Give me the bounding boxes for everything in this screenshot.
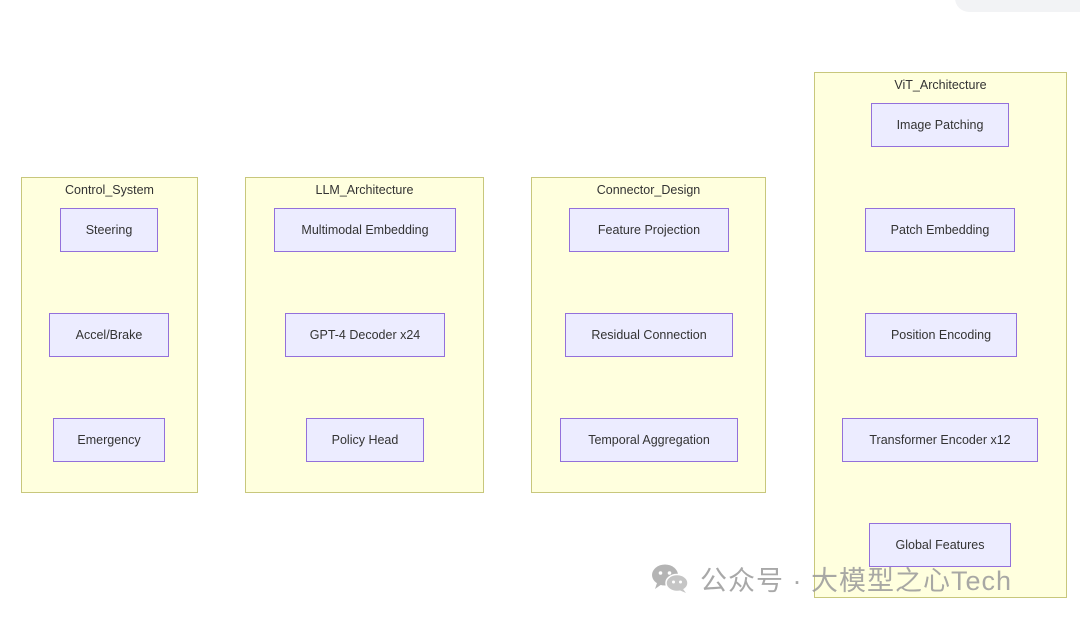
group-title: ViT_Architecture <box>894 78 987 92</box>
node-feature-projection[interactable]: Feature Projection <box>569 208 729 252</box>
node-image-patching[interactable]: Image Patching <box>871 103 1009 147</box>
node-position-encoding[interactable]: Position Encoding <box>865 313 1017 357</box>
node-temporal-aggregation[interactable]: Temporal Aggregation <box>560 418 738 462</box>
node-emergency[interactable]: Emergency <box>53 418 165 462</box>
group-title: LLM_Architecture <box>315 183 414 197</box>
corner-tab-shape <box>955 0 1080 12</box>
node-accel-brake[interactable]: Accel/Brake <box>49 313 169 357</box>
node-multimodal-embedding[interactable]: Multimodal Embedding <box>274 208 456 252</box>
node-steering[interactable]: Steering <box>60 208 158 252</box>
group-title: Connector_Design <box>596 183 701 197</box>
wechat-icon <box>652 564 689 593</box>
node-residual-connection[interactable]: Residual Connection <box>565 313 733 357</box>
node-global-features[interactable]: Global Features <box>869 523 1011 567</box>
node-policy-head[interactable]: Policy Head <box>306 418 424 462</box>
group-title: Control_System <box>65 183 154 197</box>
node-gpt4-decoder[interactable]: GPT-4 Decoder x24 <box>285 313 445 357</box>
node-transformer-encoder[interactable]: Transformer Encoder x12 <box>842 418 1038 462</box>
watermark-text: 公众号 · 大模型之心Tech <box>700 565 1013 596</box>
node-patch-embedding[interactable]: Patch Embedding <box>865 208 1015 252</box>
watermark: 公众号 · 大模型之心Tech <box>650 558 1012 598</box>
